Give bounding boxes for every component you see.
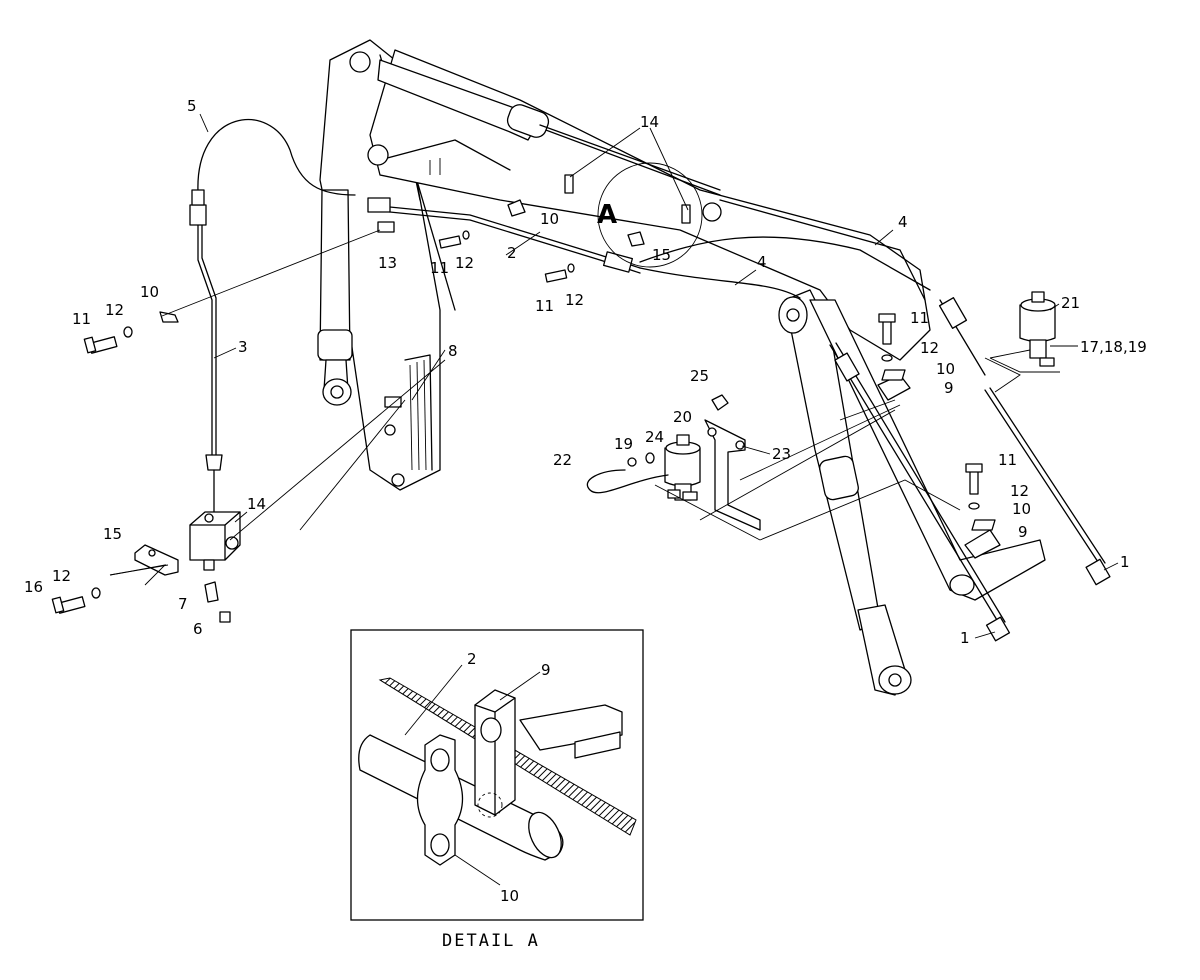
detail-a-view xyxy=(350,629,644,921)
callout-22: 22 xyxy=(553,451,572,469)
callout-11d: 11 xyxy=(910,309,929,327)
view-label-a: A xyxy=(597,200,617,230)
callout-11e: 11 xyxy=(998,451,1017,469)
callout-10c: 10 xyxy=(936,360,955,378)
distributor-block xyxy=(189,511,241,623)
detail-a-caption: DETAIL A xyxy=(442,931,540,951)
arm-link xyxy=(809,299,1046,601)
detail-callout-9: 9 xyxy=(541,661,551,679)
callout-5: 5 xyxy=(187,97,197,115)
callout-11c: 11 xyxy=(535,297,554,315)
callout-12c: 12 xyxy=(565,291,584,309)
callout-10a: 10 xyxy=(140,283,159,301)
callout-labels: 1 1 2 3 4 4 5 6 7 8 9 9 10 10 10 10 11 1… xyxy=(24,97,1147,951)
callout-21: 21 xyxy=(1061,294,1080,312)
callout-8: 8 xyxy=(448,342,458,360)
bolts-left xyxy=(51,221,402,614)
callout-9a: 9 xyxy=(944,379,954,397)
grease-lines xyxy=(189,118,1111,642)
callout-1b: 1 xyxy=(960,629,970,647)
callout-13: 13 xyxy=(378,254,397,272)
callout-19: 19 xyxy=(614,435,633,453)
callout-11a: 11 xyxy=(72,310,91,328)
callout-12d: 12 xyxy=(920,339,939,357)
callout-20: 20 xyxy=(673,408,692,426)
callout-12b: 12 xyxy=(455,254,474,272)
bucket-cylinder xyxy=(778,289,912,696)
callout-4b: 4 xyxy=(757,253,767,271)
callout-1a: 1 xyxy=(1120,553,1130,571)
callout-6: 6 xyxy=(193,620,203,638)
callout-14a: 14 xyxy=(640,113,659,131)
leader-lines xyxy=(109,229,961,586)
callout-16: 16 xyxy=(24,578,43,596)
callout-12e: 12 xyxy=(1010,482,1029,500)
callout-12a: 12 xyxy=(105,301,124,319)
callout-23: 23 xyxy=(772,445,791,463)
detail-callout-2: 2 xyxy=(467,650,477,668)
view-circle-a xyxy=(597,162,703,268)
callout-10b: 10 xyxy=(540,210,559,228)
callout-7: 7 xyxy=(178,595,188,613)
callout-25: 25 xyxy=(690,367,709,385)
boom-cylinder xyxy=(317,189,353,406)
callout-15a: 15 xyxy=(652,246,671,264)
bracket-15 xyxy=(134,544,179,576)
arm-cylinder xyxy=(377,59,721,191)
callout-2: 2 xyxy=(507,244,517,262)
callout-4a: 4 xyxy=(898,213,908,231)
callout-10d: 10 xyxy=(1012,500,1031,518)
callout-24: 24 xyxy=(645,428,664,446)
callout-15b: 15 xyxy=(103,525,122,543)
callout-3: 3 xyxy=(238,338,248,356)
detail-callout-10: 10 xyxy=(500,887,519,905)
bolts-right xyxy=(877,313,1001,559)
grease-cup-20 xyxy=(586,394,761,531)
callout-17-18-19: 17,18,19 xyxy=(1080,338,1147,356)
callout-14b: 14 xyxy=(247,495,266,513)
callout-11b: 11 xyxy=(430,259,449,277)
callout-12f: 12 xyxy=(52,567,71,585)
grease-cup-21 xyxy=(984,291,1060,393)
bolts-arm xyxy=(438,174,691,283)
callout-9b: 9 xyxy=(1018,523,1028,541)
callout-leaders xyxy=(199,113,1119,639)
